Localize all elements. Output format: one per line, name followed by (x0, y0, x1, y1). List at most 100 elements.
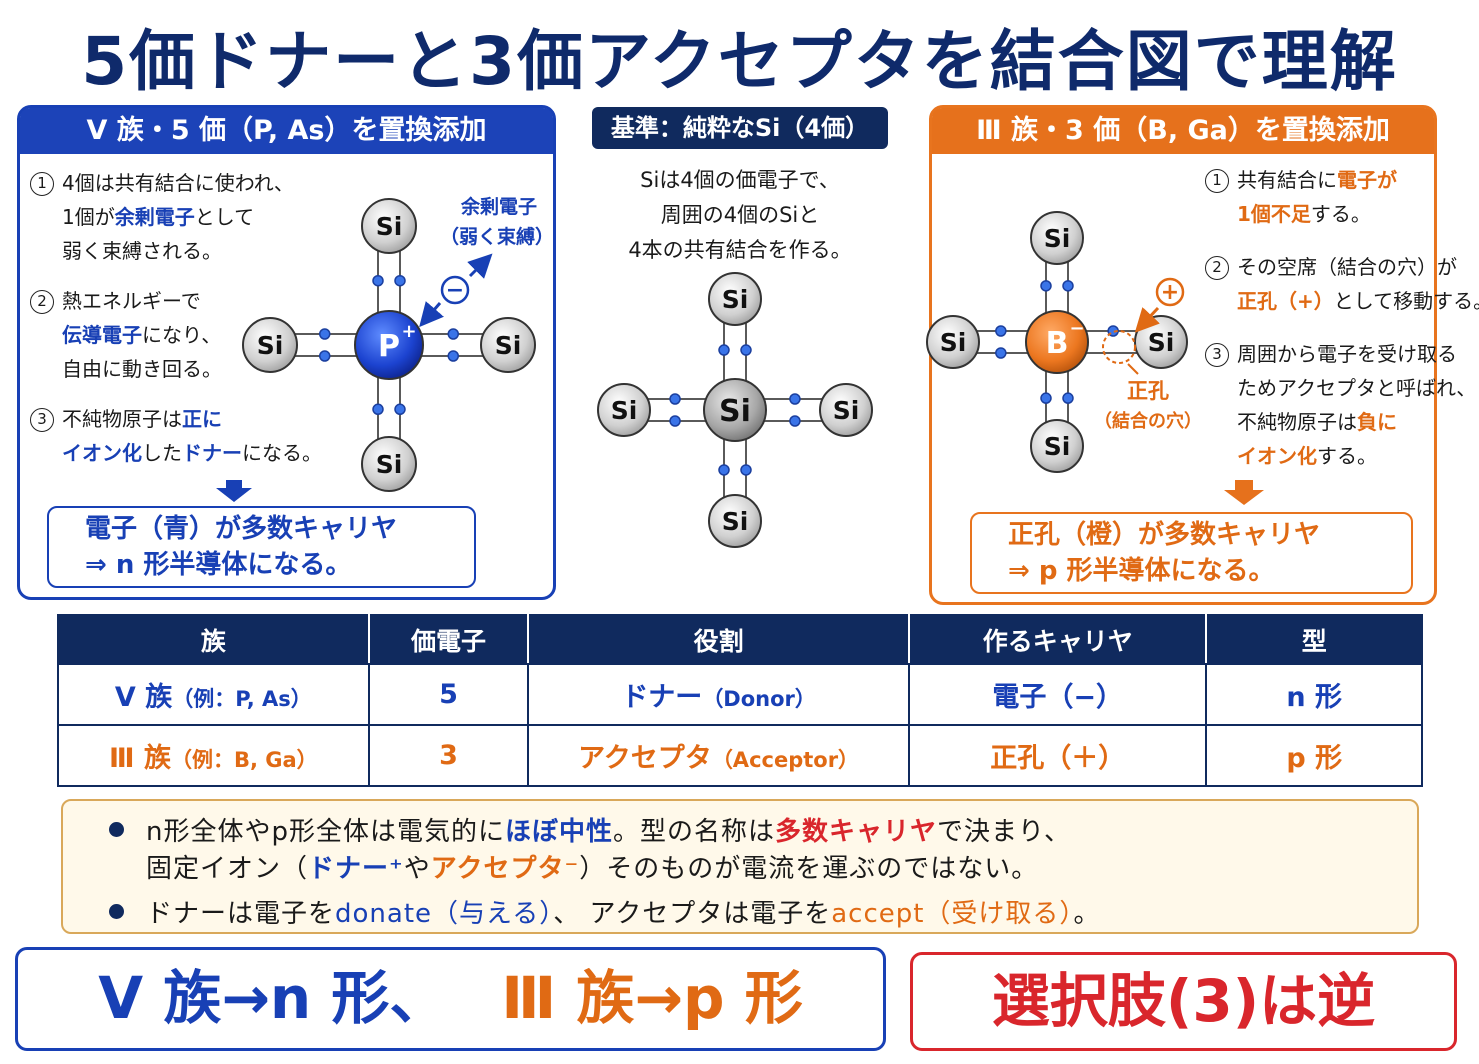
acceptor-result-box: 正孔（橙）が多数キャリヤ ⇒ p 形半導体になる。 (970, 512, 1413, 594)
valence-electron (318, 328, 331, 340)
valence-electron (447, 350, 460, 362)
page-title: 5価ドナーと3価アクセプタを結合図で理解 (81, 23, 1398, 100)
excess-electron-icon (440, 275, 470, 305)
summary-group-v: V 族→n 形、 (98, 964, 448, 1032)
hole-icon (1102, 330, 1136, 364)
col-header-role: 役割 (527, 614, 910, 665)
si-atom-label: Si (376, 212, 403, 241)
valence-electron (1040, 392, 1052, 404)
excess-electron-note: （弱く束縛） (440, 225, 554, 248)
cell-type: n 形 (1205, 663, 1423, 726)
si-atom (361, 198, 417, 254)
si-atom (361, 436, 417, 492)
bullet-icon (109, 904, 124, 919)
valence-electron (740, 464, 752, 476)
col-header-type: 型 (1205, 614, 1423, 665)
si-atom-label: Si (611, 396, 638, 425)
donor-panel-header: V 族・5 価（P, As）を置換添加 (20, 108, 553, 154)
cell-carrier: 電子（−） (907, 663, 1208, 726)
center-atom (703, 378, 767, 442)
hole-plus-icon (1155, 277, 1185, 307)
valence-electron (1062, 392, 1074, 404)
note-line-3: ドナーは電子をdonate（与える）、 アクセプタは電子をaccept（受け取る… (109, 893, 1100, 930)
si-atom (708, 494, 762, 548)
si-atom (708, 272, 762, 326)
col-header-group: 族 (57, 614, 370, 665)
valence-electron (394, 274, 406, 287)
center-atom-label: Si (719, 394, 751, 429)
summary-box: V 族→n 形、Ⅲ 族→p 形 (15, 947, 886, 1051)
ion-charge-label: + (401, 321, 416, 342)
hole-arrow (1134, 306, 1160, 333)
cell-carrier: 正孔（＋） (907, 724, 1208, 787)
si-atom-label: Si (1044, 432, 1071, 461)
valence-electron (718, 344, 730, 356)
si-atom (242, 317, 298, 373)
hole-pointer (1127, 363, 1139, 375)
si-atom-label: Si (833, 396, 860, 425)
si-atom-label: Si (722, 285, 749, 314)
center-atom (1025, 310, 1089, 374)
valence-electron (372, 274, 384, 287)
valence-electron (669, 415, 681, 427)
si-atom (480, 317, 536, 373)
valence-electron (1040, 280, 1052, 292)
si-atom (819, 383, 873, 437)
acceptor-panel-header: Ⅲ 族・3 価（B, Ga）を置換添加 (932, 108, 1434, 154)
bullet-icon (109, 822, 124, 837)
valence-electron (372, 403, 384, 416)
center-atom (354, 310, 424, 380)
note-line-1: n形全体やp形全体は電気的にほぼ中性。型の名称は多数キャリヤで決まり、 (109, 811, 1071, 848)
si-atom (597, 383, 651, 437)
acceptor-down-arrow-icon (1224, 480, 1264, 505)
table-header-row: 族 価電子 役割 作るキャリヤ 型 (57, 614, 1423, 665)
valence-electron (669, 393, 681, 405)
valence-electron (740, 344, 752, 356)
electron-arrow-out (467, 253, 493, 279)
si-atom-label: Si (1044, 224, 1071, 253)
si-atom-label: Si (940, 328, 967, 357)
hole-label: 正孔 (1127, 379, 1169, 403)
table-row: Ⅲ 族（例：B, Ga） 3 アクセプタ（Acceptor） 正孔（＋） p 形 (57, 724, 1423, 787)
cell-role: アクセプタ（Acceptor） (527, 724, 910, 787)
center-atom-label: B (1046, 326, 1069, 361)
notes-box: n形全体やp形全体は電気的にほぼ中性。型の名称は多数キャリヤで決まり、 固定イオ… (61, 799, 1419, 934)
valence-electron (447, 328, 460, 340)
hole-symbol: + (1161, 280, 1179, 305)
valence-electron (995, 347, 1007, 359)
excess-electron-label: 余剰電子 (460, 195, 537, 218)
donor-down-arrow-icon (216, 480, 252, 502)
valence-electron (789, 415, 801, 427)
si-atom-label: Si (722, 507, 749, 536)
valence-electron (718, 464, 730, 476)
cell-valence: 3 (367, 724, 530, 787)
cell-role: ドナー（Donor） (527, 663, 910, 726)
valence-electron (318, 350, 331, 362)
electron-arrow-in (419, 301, 444, 328)
valence-electron (394, 403, 406, 416)
col-header-carrier: 作るキャリヤ (907, 614, 1208, 665)
reference-header: 基準：純粋なSi（4価） (592, 107, 888, 149)
excess-electron-symbol: − (446, 278, 464, 303)
cell-group: Ⅲ 族（例：B, Ga） (57, 724, 370, 787)
si-atom (1030, 419, 1084, 473)
valence-electron (995, 325, 1007, 337)
note-line-2: 固定イオン（ドナー⁺やアクセプタ⁻）そのものが電流を運ぶのではない。 (146, 854, 1039, 884)
center-atom-label: P (378, 329, 400, 364)
step-number: 1 (30, 172, 54, 196)
donor-result-box: 電子（青）が多数キャリヤ ⇒ n 形半導体になる。 (47, 506, 476, 588)
answer-box: 選択肢(3)は逆 (910, 952, 1457, 1051)
table-row: V 族（例：P, As） 5 ドナー（Donor） 電子（−） n 形 (57, 663, 1423, 726)
valence-electron (789, 393, 801, 405)
reference-description: Siは4個の価電子で、 周囲の4個のSiと 4本の共有結合を作る。 (628, 168, 852, 262)
si-atom-label: Si (257, 331, 284, 360)
